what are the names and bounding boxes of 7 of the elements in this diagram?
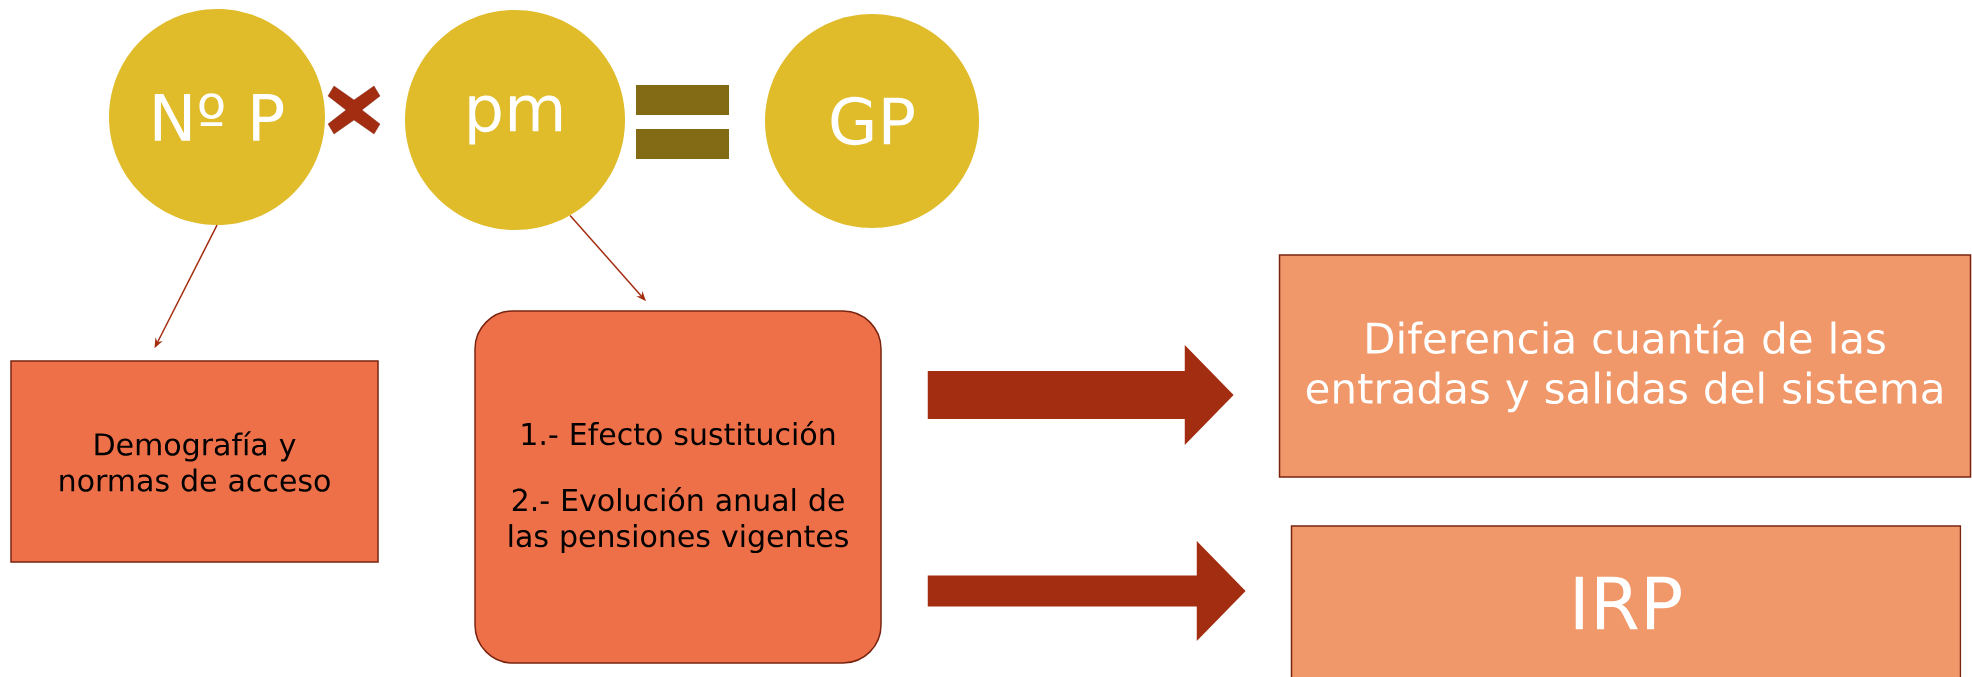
result-box: IRP [1290, 525, 1962, 677]
circle-node: pm [405, 10, 625, 230]
rounded-box: 1.- Efecto sustitución 2.- Evolución anual de las pensiones vigentes [474, 310, 882, 664]
process-box: Demografía y normas de acceso [10, 360, 379, 563]
result-box: Diferencia cuantía de las entradas y salidas del sistema [1278, 254, 1972, 478]
circle-node: Nº P [109, 9, 325, 225]
circle-node: GP [765, 14, 979, 228]
